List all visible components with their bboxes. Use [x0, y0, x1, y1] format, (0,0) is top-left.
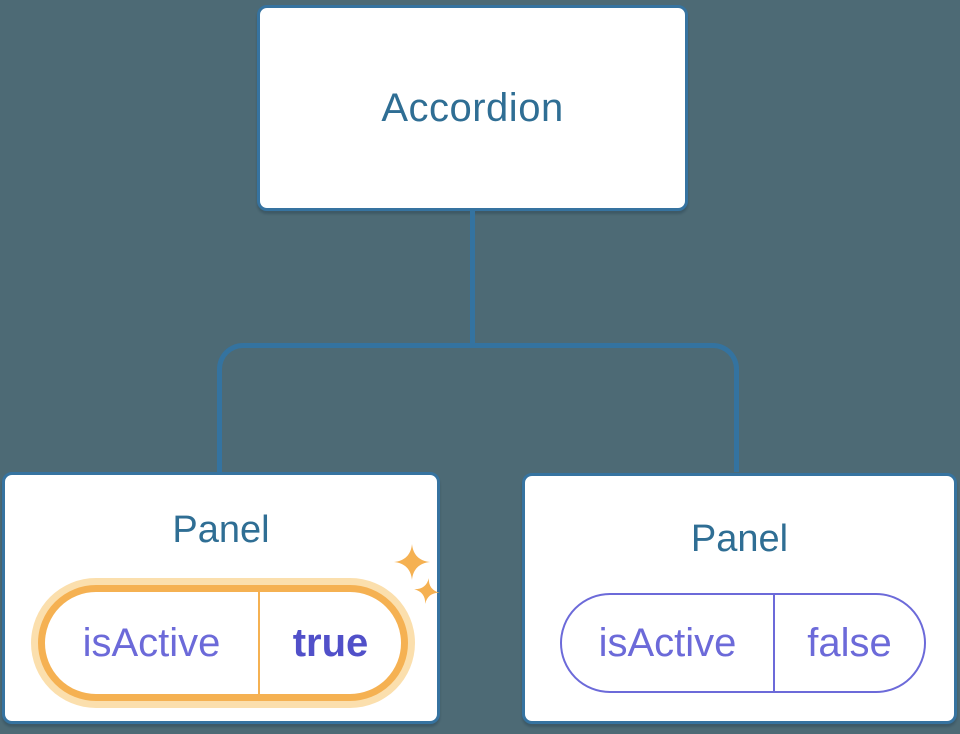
accordion-label: Accordion — [381, 85, 564, 130]
connector-stem — [470, 209, 475, 346]
panel-node-active: Panel isActive true — [2, 472, 440, 724]
sparkle-icon — [414, 578, 440, 604]
prop-pill-active: isActive true — [38, 585, 408, 701]
prop-pill-inactive: isActive false — [560, 593, 926, 693]
prop-name: isActive — [82, 620, 221, 665]
accordion-node: Accordion — [257, 5, 688, 211]
pill-divider — [258, 592, 260, 694]
panel-label: Panel — [690, 518, 789, 560]
panel-label: Panel — [172, 509, 270, 551]
connector-branch — [217, 343, 739, 472]
prop-name: isActive — [598, 620, 737, 665]
prop-value: true — [292, 620, 369, 665]
sparkle-icon — [394, 544, 430, 580]
panel-node-inactive: Panel isActive false — [522, 473, 957, 724]
prop-value: false — [807, 620, 892, 665]
pill-divider — [773, 595, 775, 691]
